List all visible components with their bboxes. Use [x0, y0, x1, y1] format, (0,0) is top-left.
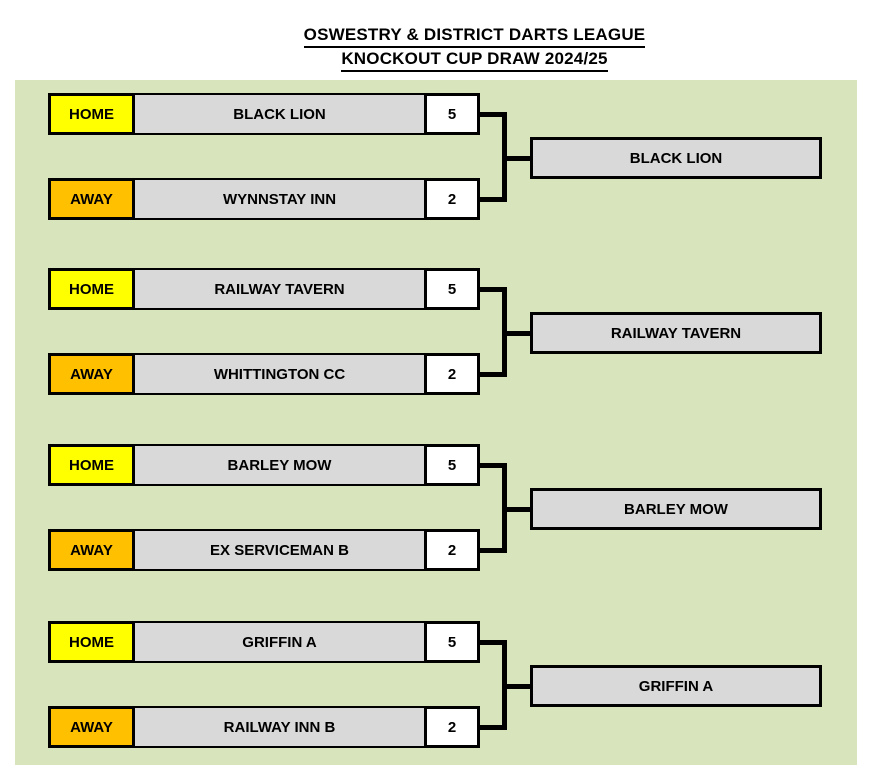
- bracket-connector-bottom: [480, 372, 507, 377]
- bracket-connector-top: [480, 640, 507, 645]
- match-block: HOME RAILWAY TAVERN 5 AWAY WHITTINGTON C…: [15, 268, 857, 395]
- away-team-box: WYNNSTAY INN: [133, 178, 426, 220]
- match-row-home: HOME GRIFFIN A 5: [48, 621, 480, 663]
- bracket-connector-vertical: [502, 640, 507, 730]
- page-title-line2: KNOCKOUT CUP DRAW 2024/25: [70, 48, 879, 72]
- bracket-panel: HOME BLACK LION 5 AWAY WYNNSTAY INN 2 BL…: [15, 80, 857, 765]
- away-team-box: WHITTINGTON CC: [133, 353, 426, 395]
- match-row-away: AWAY WYNNSTAY INN 2: [48, 178, 480, 220]
- away-team-box: RAILWAY INN B: [133, 706, 426, 748]
- home-score-box: 5: [424, 444, 480, 486]
- match-row-away: AWAY EX SERVICEMAN B 2: [48, 529, 480, 571]
- match-row-home: HOME BARLEY MOW 5: [48, 444, 480, 486]
- home-score-box: 5: [424, 268, 480, 310]
- away-label: AWAY: [48, 178, 135, 220]
- match-block: HOME GRIFFIN A 5 AWAY RAILWAY INN B 2 GR…: [15, 621, 857, 748]
- home-team-box: RAILWAY TAVERN: [133, 268, 426, 310]
- match-row-away: AWAY WHITTINGTON CC 2: [48, 353, 480, 395]
- home-team-box: BARLEY MOW: [133, 444, 426, 486]
- home-score-box: 5: [424, 621, 480, 663]
- match-row-away: AWAY RAILWAY INN B 2: [48, 706, 480, 748]
- bracket-connector-vertical: [502, 463, 507, 553]
- bracket-connector-mid: [505, 684, 530, 689]
- bracket-connector-bottom: [480, 725, 507, 730]
- away-team-box: EX SERVICEMAN B: [133, 529, 426, 571]
- winner-box: GRIFFIN A: [530, 665, 822, 707]
- away-score-box: 2: [424, 706, 480, 748]
- bracket-connector-top: [480, 112, 507, 117]
- page-title-line1: OSWESTRY & DISTRICT DARTS LEAGUE: [70, 24, 879, 48]
- away-label: AWAY: [48, 353, 135, 395]
- bracket-connector-vertical: [502, 112, 507, 202]
- page-title: OSWESTRY & DISTRICT DARTS LEAGUE KNOCKOU…: [70, 24, 879, 72]
- winner-box: BARLEY MOW: [530, 488, 822, 530]
- home-label: HOME: [48, 621, 135, 663]
- away-label: AWAY: [48, 529, 135, 571]
- bracket-connector-top: [480, 463, 507, 468]
- away-score-box: 2: [424, 178, 480, 220]
- bracket-connector-mid: [505, 507, 530, 512]
- bracket-connector-mid: [505, 156, 530, 161]
- home-label: HOME: [48, 268, 135, 310]
- bracket-connector-mid: [505, 331, 530, 336]
- away-score-box: 2: [424, 353, 480, 395]
- bracket-connector-bottom: [480, 548, 507, 553]
- away-score-box: 2: [424, 529, 480, 571]
- bracket-connector-bottom: [480, 197, 507, 202]
- home-team-box: GRIFFIN A: [133, 621, 426, 663]
- winner-box: BLACK LION: [530, 137, 822, 179]
- home-score-box: 5: [424, 93, 480, 135]
- bracket-connector-top: [480, 287, 507, 292]
- home-team-box: BLACK LION: [133, 93, 426, 135]
- away-label: AWAY: [48, 706, 135, 748]
- match-block: HOME BLACK LION 5 AWAY WYNNSTAY INN 2 BL…: [15, 93, 857, 220]
- winner-box: RAILWAY TAVERN: [530, 312, 822, 354]
- match-row-home: HOME RAILWAY TAVERN 5: [48, 268, 480, 310]
- match-row-home: HOME BLACK LION 5: [48, 93, 480, 135]
- bracket-connector-vertical: [502, 287, 507, 377]
- match-block: HOME BARLEY MOW 5 AWAY EX SERVICEMAN B 2…: [15, 444, 857, 571]
- home-label: HOME: [48, 93, 135, 135]
- home-label: HOME: [48, 444, 135, 486]
